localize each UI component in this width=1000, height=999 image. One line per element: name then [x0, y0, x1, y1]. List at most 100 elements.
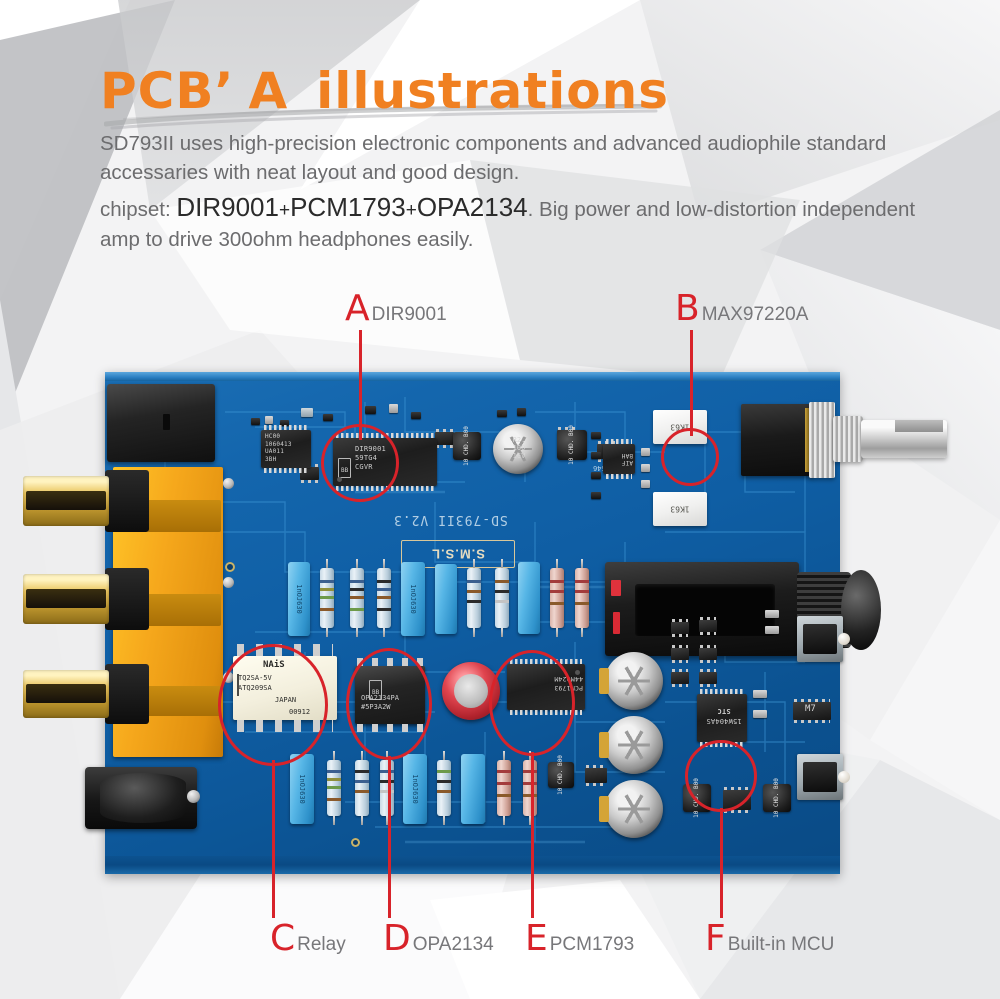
callout-d-letter: D [383, 918, 411, 959]
mounting-hole [225, 562, 235, 572]
smd-capacitor [753, 690, 767, 698]
sot23-transistor [671, 669, 689, 687]
callout-c-letter: C [270, 918, 296, 959]
callout-ring-b [661, 428, 719, 486]
resistor [377, 559, 391, 637]
chipset-tail: . Big power and low-distortion independe… [100, 198, 916, 251]
volume-potentiometer[interactable] [741, 404, 813, 476]
film-capacitor [518, 562, 540, 634]
callout-e-text: PCM1793 [549, 934, 635, 955]
max97220a-line2: BAH [621, 452, 633, 459]
push-button-1[interactable] [797, 616, 850, 662]
resistor [497, 751, 511, 825]
inductor-1: 10 CHD. B00 [453, 426, 481, 466]
smd-resistor [280, 420, 289, 426]
smd-pad [301, 408, 313, 417]
resistor [327, 751, 341, 825]
push-button-2[interactable] [797, 754, 850, 800]
electrolytic-cap-r2 [493, 424, 543, 474]
max97220a-line1: AIF [621, 459, 633, 466]
resistor [550, 559, 564, 637]
smd-capacitor [753, 710, 767, 718]
rca-jack-gold-2 [23, 574, 109, 624]
callout-f-letter: F [705, 918, 726, 959]
smd-resistor [497, 410, 507, 417]
hc00-line2: 1060413 [265, 440, 292, 448]
chipset-pcm1793: PCM1793 [290, 192, 406, 222]
cap-polarity-stripe-2 [599, 732, 609, 758]
resistor [575, 559, 589, 637]
title-decorative-stroke [104, 104, 663, 130]
callout-ring-c [218, 644, 328, 766]
silkscreen-brand-box: S.M.S.L [401, 540, 515, 568]
leader-line-e [531, 752, 534, 918]
chipset-dir9001: DIR9001 [176, 192, 279, 222]
optical-input-slot [163, 414, 170, 430]
cap-r2-label: R2. 100 16V [512, 436, 526, 460]
callout-e-letter: E [525, 918, 548, 959]
title-a: A [248, 62, 289, 120]
smd-capacitor [641, 464, 650, 472]
hc00-line1: HC00 [265, 433, 281, 440]
logic-ic-hc00: HC00 1060413 UA011 3BH [261, 425, 311, 473]
film-capacitor: 1nOJ630 [288, 562, 310, 636]
chipset-plus-2: + [405, 200, 417, 221]
sot23-transistor [671, 619, 689, 637]
smd-capacitor [265, 416, 273, 424]
leader-line-c [272, 760, 275, 918]
optical-input-connector [107, 384, 215, 462]
rca-mount-screw-1 [223, 478, 234, 489]
white-resistor-2: 1K63 [653, 492, 707, 526]
diode-m7-label: M7 [805, 704, 816, 714]
resistor [437, 751, 451, 825]
diode-m7 [793, 699, 831, 723]
potentiometer-thread [833, 416, 863, 462]
mounting-hole [351, 838, 360, 847]
callout-b-text: MAX97220A [701, 304, 809, 325]
resistor [467, 559, 481, 637]
smd-resistor [411, 412, 421, 419]
smd-capacitor [517, 408, 526, 416]
film-capacitor: 1nOJ630 [403, 754, 427, 824]
smd-capacitor [389, 404, 398, 413]
sot23-transistor [699, 669, 717, 687]
sot23-transistor [585, 765, 607, 786]
resistor [380, 751, 394, 825]
rca-housing-slot-3 [147, 686, 221, 716]
dc-power-jack-barrel [100, 773, 186, 823]
headphone-jack-contact-red-1 [611, 580, 621, 596]
chipset-line: chipset: DIR9001+PCM1793+OPA2134. Big po… [100, 193, 930, 254]
rca-jack-gold-1 [23, 476, 109, 526]
sot23-transistor [699, 645, 717, 663]
smd-capacitor [765, 626, 779, 634]
mcu-line1: STC [717, 707, 731, 715]
chipset-plus-1: + [278, 200, 291, 221]
smd-resistor [323, 414, 333, 421]
leader-line-a [359, 330, 362, 440]
sot23-transistor [435, 429, 454, 448]
rca-jack-body-2 [105, 568, 149, 630]
film-capacitor: 1nOJ630 [290, 754, 314, 824]
inductor-5: 10 CHD. B00 [763, 778, 791, 818]
description-paragraph: SD793II uses high-precision electronic c… [100, 132, 887, 184]
smd-capacitor [641, 448, 650, 456]
mcu-line2: 15W404AS [706, 717, 742, 725]
smd-resistor [591, 432, 601, 439]
electrolytic-cap-large-3 [605, 780, 663, 838]
smd-capacitor [765, 610, 779, 618]
callout-c-text: Relay [297, 934, 346, 955]
potentiometer-bushing [809, 402, 835, 478]
resistor [523, 751, 537, 825]
callout-d-text: OPA2134 [412, 934, 494, 955]
rca-housing-slot-2 [147, 594, 221, 626]
chipset-opa2134: OPA2134 [416, 192, 528, 222]
film-capacitor: 1nOJ630 [401, 562, 425, 636]
callout-b-letter: B [675, 288, 700, 329]
smd-capacitor [641, 480, 650, 488]
chipset-label: chipset: [100, 198, 171, 221]
